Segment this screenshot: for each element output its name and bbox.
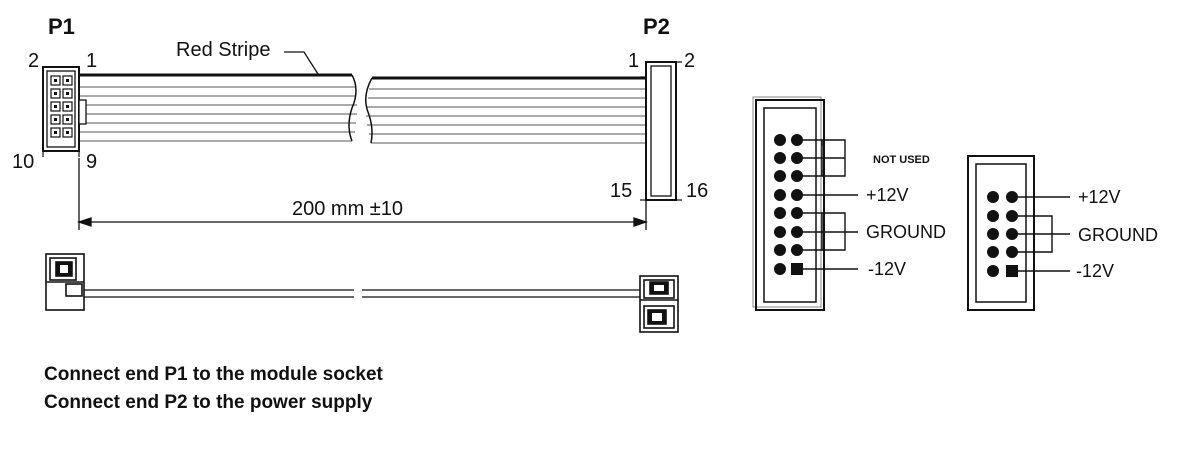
pinout-16-plus12-label: +12V xyxy=(866,185,909,205)
p1-pin-10-label: 10 xyxy=(12,151,34,173)
p2-pin-16-label: 16 xyxy=(686,180,708,202)
p2-pin-15-label: 15 xyxy=(610,180,632,202)
length-label: 200 mm ±10 xyxy=(292,198,403,220)
ribbon-wires-left xyxy=(78,73,357,142)
p1-label: P1 xyxy=(48,14,75,39)
p2-pin-1-label: 1 xyxy=(628,50,639,72)
p2-label: P2 xyxy=(643,14,670,39)
p2-pin-2-label: 2 xyxy=(684,50,695,72)
red-stripe-leader xyxy=(284,51,319,75)
p2-connector xyxy=(640,61,682,201)
pinout-10-plus12-label: +12V xyxy=(1078,187,1121,207)
length-dimension xyxy=(76,158,649,230)
p1-connector xyxy=(42,66,87,157)
pinout-16-not-used-label: NOT USED xyxy=(873,154,930,166)
pinout-10-pin: +12V GROUND -12V xyxy=(967,155,1158,311)
pinout-16-pin: NOT USED +12V GROUND -12V xyxy=(752,96,946,311)
note-p2-connection: Connect end P2 to the power supply xyxy=(44,392,373,413)
pinout-10-pins xyxy=(987,191,1018,277)
ribbon-cable-top-view: P1 P2 2 1 10 9 1 2 15 16 Red Stripe 200 … xyxy=(12,14,708,230)
pinout-16-ground-label: GROUND xyxy=(866,222,946,242)
side-view-p1-connector xyxy=(45,253,85,311)
side-view-p2-connector xyxy=(639,275,679,333)
note-p1-connection: Connect end P1 to the module socket xyxy=(44,364,383,385)
pinout-10-ground-label: GROUND xyxy=(1078,225,1158,245)
pinout-10-minus12-label: -12V xyxy=(1076,261,1114,281)
ribbon-wires-right xyxy=(365,76,646,144)
pinout-16-minus12-label: -12V xyxy=(868,259,906,279)
pinout-16-pins xyxy=(774,134,803,275)
p1-pin-2-label: 2 xyxy=(28,50,39,72)
p1-pin-1-label: 1 xyxy=(86,50,97,72)
ribbon-cable-side-view xyxy=(45,253,679,333)
red-stripe-label: Red Stripe xyxy=(176,39,271,61)
side-view-cable xyxy=(84,289,644,298)
p1-pin-9-label: 9 xyxy=(86,151,97,173)
